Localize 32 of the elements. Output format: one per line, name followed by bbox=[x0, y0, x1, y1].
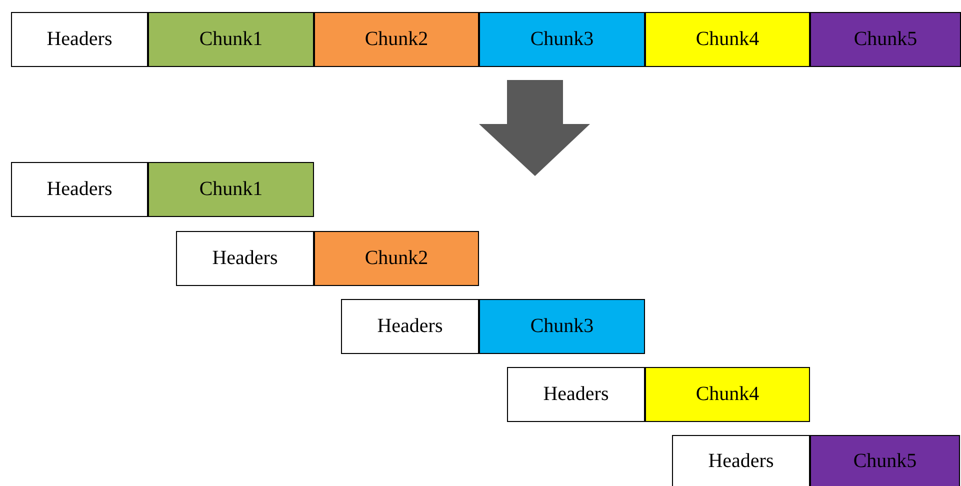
header-segment bbox=[176, 231, 314, 286]
chunk-segment bbox=[810, 435, 960, 486]
chunk-segment bbox=[314, 12, 479, 67]
header-segment bbox=[11, 12, 148, 67]
segment-label: Headers bbox=[708, 450, 774, 472]
segment-label: Chunk1 bbox=[199, 28, 263, 51]
header-segment bbox=[672, 435, 810, 486]
chunk-segment bbox=[645, 367, 810, 422]
chunk-segment bbox=[314, 231, 479, 286]
segment-label: Chunk1 bbox=[199, 178, 263, 201]
segment-label: Chunk3 bbox=[530, 28, 594, 51]
header-segment bbox=[507, 367, 645, 422]
segment-label: Chunk5 bbox=[854, 28, 918, 51]
chunk-segment bbox=[479, 12, 645, 67]
segment-label: Headers bbox=[46, 178, 112, 201]
segment-label: Chunk2 bbox=[364, 28, 428, 51]
chunk-segment bbox=[148, 162, 314, 217]
segment-label: Headers bbox=[46, 28, 112, 51]
segment-label: Chunk4 bbox=[696, 28, 760, 51]
chunk-segment bbox=[810, 12, 961, 67]
segment-label: Headers bbox=[543, 383, 609, 406]
chunk-segment bbox=[645, 12, 810, 67]
segment-label: Chunk4 bbox=[696, 383, 760, 406]
header-segment bbox=[341, 299, 479, 354]
chunk-segment bbox=[479, 299, 645, 354]
segment-label: Chunk3 bbox=[530, 315, 594, 338]
header-segment bbox=[11, 162, 148, 217]
segment-label: Chunk2 bbox=[364, 247, 428, 270]
segment-label: Headers bbox=[377, 315, 443, 338]
segment-label: Chunk5 bbox=[853, 450, 917, 472]
chunk-segment bbox=[148, 12, 314, 67]
segment-label: Headers bbox=[212, 247, 278, 270]
